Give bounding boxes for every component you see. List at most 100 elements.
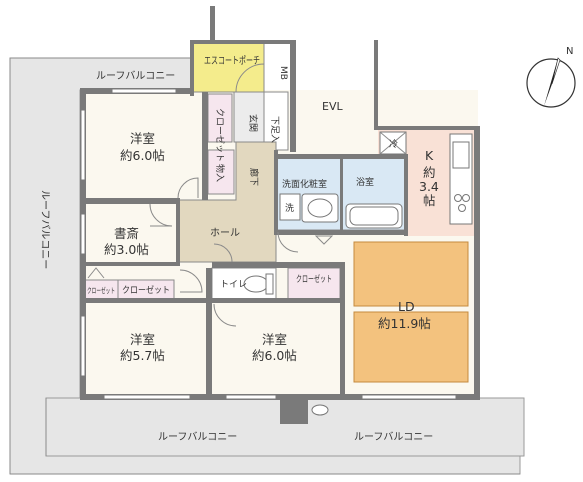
wall-bath-left: [274, 150, 278, 234]
roof-balcony-bottom-right-label: ルーフバルコニー: [354, 431, 433, 443]
window-w1-top: [111, 88, 177, 94]
western1-name: 洋室: [130, 131, 155, 146]
fixtures: [243, 131, 473, 416]
door-w3: [213, 303, 237, 327]
closet-top-label: クローゼット: [214, 108, 226, 162]
wall-w1-bottom: [80, 198, 178, 204]
wall-wash-divider: [340, 158, 343, 230]
western2-name: 洋室: [130, 332, 155, 347]
closet-wide-label: クローゼット: [122, 284, 170, 296]
closet-top-floor: [207, 93, 233, 143]
compass-needle-icon: [544, 58, 558, 106]
wall-shosai-right: [176, 198, 180, 262]
wall-shosai-bottom: [84, 262, 180, 266]
escort-porch-floor: [191, 41, 265, 93]
western3-name: 洋室: [262, 332, 287, 347]
closet-mid-label: クローゼット: [296, 273, 332, 285]
ld-name: LD: [398, 299, 415, 314]
wall-w1-right: [202, 92, 208, 200]
door-porch: [235, 63, 265, 93]
ld-size: 約11.9帖: [378, 316, 431, 331]
kitchen-size-1: 約: [423, 165, 436, 180]
door-closet-small-1: [87, 267, 105, 279]
door-w1: [177, 177, 199, 199]
window-w2-left: [80, 315, 86, 377]
wall-south-pillar: [280, 396, 308, 424]
window-shosai-left: [80, 213, 86, 255]
kitchen-size-3: 帖: [423, 193, 436, 208]
wall-east: [474, 128, 480, 400]
window-w2-bottom: [103, 394, 191, 400]
door-toilet: [213, 243, 233, 263]
hall-label: ホール: [210, 227, 240, 239]
wall-porch-left: [190, 40, 194, 96]
toilet-tank: [265, 273, 274, 295]
door-wash: [277, 231, 299, 253]
roof-balcony-bottom-strip: [45, 397, 525, 457]
mb-label: MB: [278, 66, 288, 80]
wall-porch-top: [190, 40, 296, 44]
closet-small-label: クローゼット: [87, 285, 115, 295]
genkan-label: 玄関: [247, 114, 259, 132]
wall-mid-h: [84, 298, 344, 303]
kitchen-size-2: 3.4: [419, 179, 439, 194]
reizo-label: 冷: [389, 138, 398, 150]
toilet-bowl: [243, 275, 269, 293]
ld-floor-top: [353, 241, 469, 307]
outdoor-drain: [311, 404, 329, 416]
ld-floor-bottom: [353, 311, 469, 383]
wall-ld-left: [340, 262, 345, 398]
washer: [279, 193, 301, 221]
roof-balcony-left-label: ルーフバルコニー: [39, 190, 51, 269]
window-ld-bottom: [361, 394, 457, 400]
shosai-name: 書斎: [114, 226, 139, 241]
roof-balcony: [9, 57, 525, 475]
bathtub-inner: [349, 206, 399, 226]
wall-bath-bottom: [274, 230, 408, 235]
evl-label: EVL: [322, 100, 343, 113]
western3-size: 約6.0帖: [252, 348, 297, 363]
wash-label: 洗: [285, 202, 294, 214]
door-shosai: [149, 203, 173, 227]
door-hall-ld: [314, 235, 334, 245]
compass: N: [526, 46, 576, 108]
western1-size: 約6.0帖: [120, 148, 165, 163]
stove-burner-1: [454, 194, 462, 202]
fridge-x2: [379, 131, 407, 155]
labels: ルーフバルコニー ルーフバルコニー ルーフバルコニー ルーフバルコニー エスコー…: [39, 55, 439, 443]
wall-evl-right: [374, 40, 378, 130]
kitchen-sink: [452, 141, 470, 169]
rouka-label: 廊下: [248, 168, 260, 186]
bathroom-label: 浴室: [356, 176, 374, 188]
compass-north-label: N: [566, 46, 573, 57]
doors: [87, 63, 334, 327]
wash-bowl: [307, 198, 333, 218]
western2-size: 約5.7帖: [120, 348, 165, 363]
toilet-label: トイレ: [220, 280, 247, 290]
roof-balcony-bottom-left-label: ルーフバルコニー: [158, 431, 237, 443]
stove-burner-2: [462, 194, 470, 202]
shosai-size: 約3.0帖: [104, 242, 149, 257]
stove-burner-3: [458, 204, 466, 212]
wall-bath-right: [404, 154, 408, 236]
wall-north-kitchen: [376, 126, 480, 130]
balcony-outline: [9, 57, 192, 474]
door-w2: [179, 269, 203, 293]
compass-needle-tail: [551, 57, 561, 85]
escort-porch-label: エスコートポーチ: [204, 55, 260, 67]
wall-hall-bottom: [212, 262, 344, 268]
window-w3-bottom: [225, 394, 277, 400]
kitchen-name: K: [425, 148, 434, 163]
wall-bath-top: [274, 154, 408, 159]
windows: [80, 88, 457, 400]
roof-balcony-top-label: ルーフバルコニー: [96, 70, 175, 82]
mono-label: 物入: [214, 164, 226, 182]
window-w1-left: [80, 109, 86, 181]
ld-wood-floor: [353, 241, 469, 383]
washroom-label: 洗面化粧室: [282, 178, 327, 190]
closet-mid-floor: [287, 267, 341, 301]
shoes-label: 下足入: [269, 116, 280, 143]
wall-evl-pillar: [210, 6, 215, 42]
wall-w2-right: [206, 268, 212, 396]
